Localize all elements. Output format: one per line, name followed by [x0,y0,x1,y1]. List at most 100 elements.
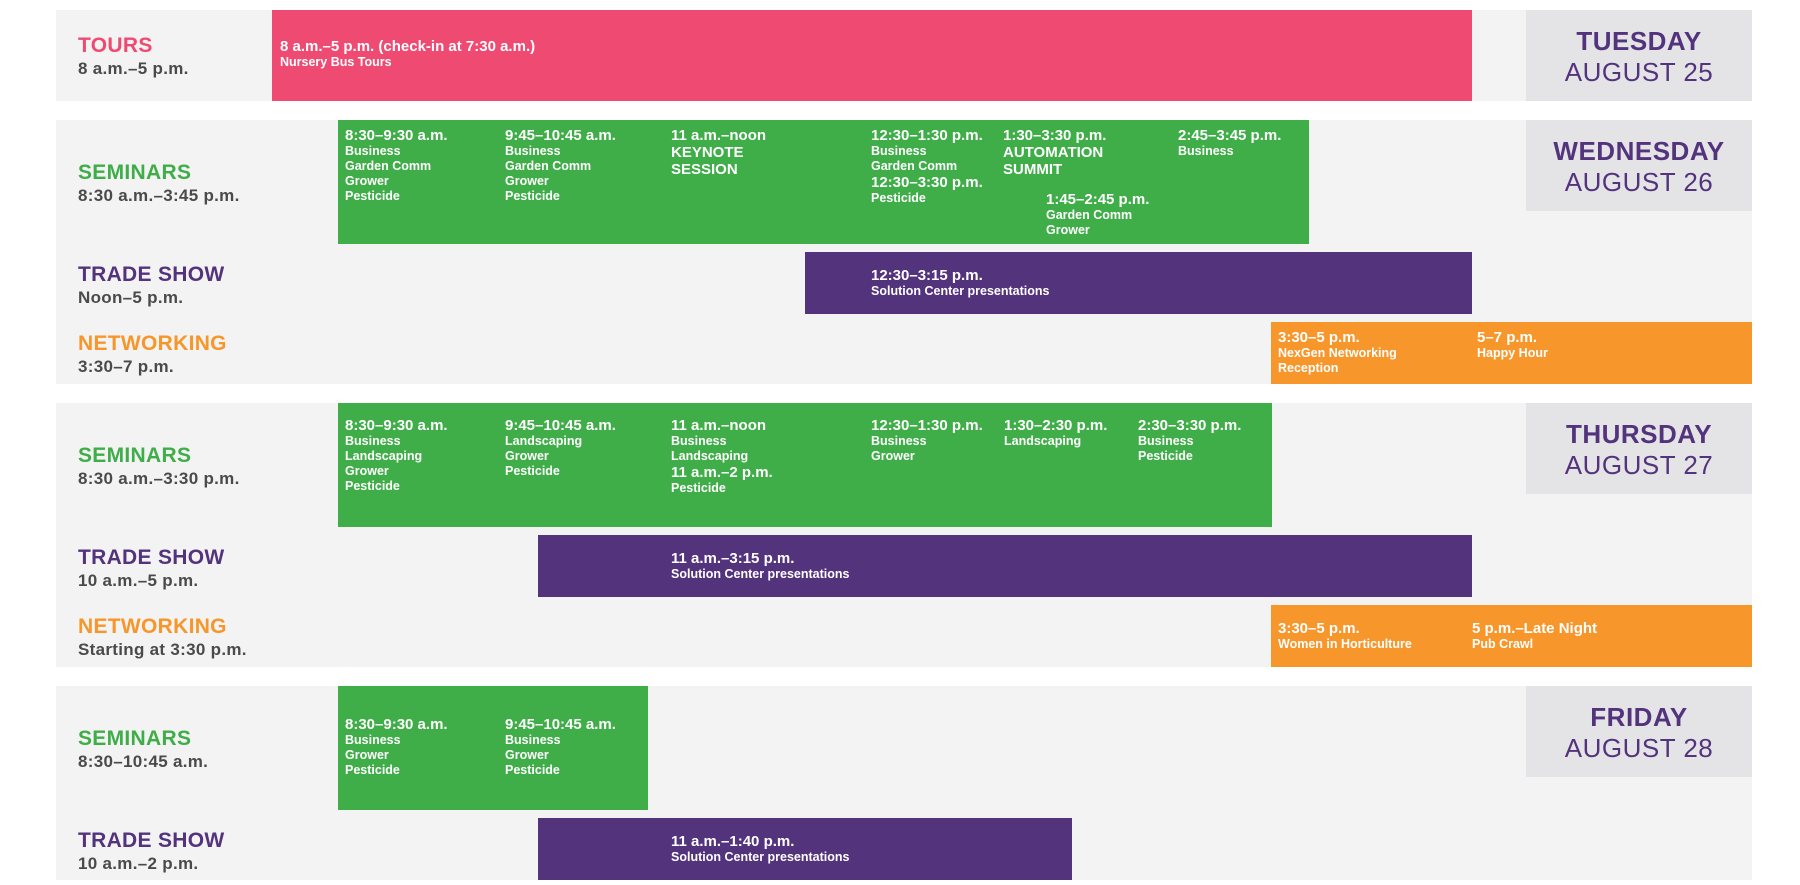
networking-event[interactable]: 5 p.m.–Late Night Pub Crawl [1472,620,1597,652]
day-name: TUESDAY [1576,26,1702,56]
day-date: AUGUST 26 [1564,167,1714,197]
event-track: Garden Comm [1046,208,1133,222]
seminar-event[interactable]: 11 a.m.–noon Business Landscaping 11 a.m… [671,417,773,496]
category-label: SEMINARS [78,444,192,467]
event-track: Pesticide [505,464,560,478]
event-track: Garden Comm [505,159,592,173]
event-time: 8:30–9:30 a.m. [345,127,448,144]
day-date: AUGUST 27 [1564,450,1714,480]
event-time: 12:30–3:30 p.m. [871,174,983,191]
category-label: TRADE SHOW [78,546,225,569]
seminar-event-keynote[interactable]: 11 a.m.–noon KEYNOTE SESSION [671,127,766,178]
event-time: 1:30–2:30 p.m. [1004,417,1108,434]
trade-show-row-label: TRADE SHOW Noon–5 p.m. [78,263,225,308]
event-track: Business [345,144,401,158]
event-track: Business [345,733,401,747]
trade-show-bar[interactable] [538,535,1472,597]
day-name: THURSDAY [1565,419,1713,449]
event-track: Grower [345,748,389,762]
category-time: 8:30 a.m.–3:30 p.m. [78,469,240,488]
event-time: 11 a.m.–2 p.m. [671,464,773,481]
event-track: Pesticide [871,191,926,205]
seminars-bar[interactable] [338,120,1309,244]
trade-show-event: 12:30–3:15 p.m. Solution Center presenta… [871,267,1050,299]
event-time: 3:30–5 p.m. [1278,620,1360,637]
event-time: 9:45–10:45 a.m. [505,127,616,144]
seminar-event[interactable]: 1:30–2:30 p.m. Landscaping [1004,417,1107,449]
seminar-event[interactable]: 8:30–9:30 a.m. Business Garden Comm Grow… [345,127,448,204]
event-time: 12:30–1:30 p.m. [871,417,983,434]
tours-bar[interactable] [272,10,1472,101]
event-track: Garden Comm [871,159,958,173]
seminar-event-automation[interactable]: 1:30–3:30 p.m. AUTOMATION SUMMIT [1003,127,1106,178]
networking-row-label: NETWORKING 3:30–7 p.m. [78,332,227,377]
event-time: 1:30–3:30 p.m. [1003,127,1107,144]
event-time: 5–7 p.m. [1477,329,1538,346]
event-time: 1:45–2:45 p.m. [1046,191,1150,208]
networking-row-label: NETWORKING Starting at 3:30 p.m. [78,615,247,660]
event-track: Business [345,434,401,448]
event-track: Landscaping [1004,434,1082,448]
category-label: TRADE SHOW [78,263,225,286]
networking-event[interactable]: 3:30–5 p.m. Women in Horticulture [1278,620,1412,652]
event-track: Pesticide [1138,449,1193,463]
day-name: FRIDAY [1590,702,1688,732]
event-time: 12:30–1:30 p.m. [871,127,983,144]
category-time: 3:30–7 p.m. [78,357,174,376]
seminar-event[interactable]: 9:45–10:45 a.m. Landscaping Grower Pesti… [505,417,616,479]
event-track: Business [871,434,927,448]
category-label: NETWORKING [78,332,227,355]
event-track: Pesticide [671,481,726,495]
event-track: Landscaping [671,449,749,463]
seminars-row-label: SEMINARS 8:30–10:45 a.m. [78,727,208,772]
seminars-bar[interactable] [338,686,648,810]
event-time: 9:45–10:45 a.m. [505,716,616,733]
category-label: TRADE SHOW [78,829,225,852]
day-date: AUGUST 25 [1564,57,1714,87]
event-track: Business [871,144,927,158]
networking-event[interactable]: 5–7 p.m. Happy Hour [1477,329,1548,361]
event-desc: Nursery Bus Tours [280,55,392,69]
tours-event: 8 a.m.–5 p.m. (check-in at 7:30 a.m.) Nu… [280,38,535,70]
event-time: 12:30–3:15 p.m. [871,267,983,284]
seminar-event[interactable]: 12:30–1:30 p.m. Business Garden Comm 12:… [871,127,983,206]
event-desc: Reception [1278,361,1339,375]
seminar-event[interactable]: 12:30–1:30 p.m. Business Grower [871,417,983,464]
networking-bar[interactable] [1271,605,1752,667]
seminars-bar[interactable] [338,403,1272,527]
event-time: 8:30–9:30 a.m. [345,417,448,434]
seminar-event[interactable]: 9:45–10:45 a.m. Business Grower Pesticid… [505,716,616,778]
event-desc: Solution Center presentations [671,567,850,581]
seminar-event[interactable]: 1:45–2:45 p.m. Garden Comm Grower [1046,191,1149,238]
category-time: 10 a.m.–2 p.m. [78,854,199,873]
event-time: 11 a.m.–1:40 p.m. [671,833,795,850]
event-time: 11 a.m.–noon [671,127,767,144]
category-label: SEMINARS [78,727,192,750]
event-track: Garden Comm [345,159,432,173]
event-time: 9:45–10:45 a.m. [505,417,616,434]
seminar-event[interactable]: 8:30–9:30 a.m. Business Landscaping Grow… [345,417,448,494]
category-time: 8:30 a.m.–3:45 p.m. [78,186,240,205]
event-time: 8 a.m.–5 p.m. (check-in at 7:30 a.m.) [280,38,536,55]
event-track: Business [505,144,561,158]
event-desc: Solution Center presentations [871,284,1050,298]
event-track: Grower [505,174,549,188]
networking-bar[interactable] [1271,322,1752,384]
seminar-event[interactable]: 9:45–10:45 a.m. Business Garden Comm Gro… [505,127,616,204]
trade-show-bar[interactable] [805,252,1472,314]
category-time: 8 a.m.–5 p.m. [78,59,189,78]
networking-event[interactable]: 3:30–5 p.m. NexGen Networking Reception [1278,329,1397,376]
category-time: 8:30–10:45 a.m. [78,752,209,771]
seminar-event[interactable]: 8:30–9:30 a.m. Business Grower Pesticide [345,716,448,778]
seminar-event[interactable]: 2:30–3:30 p.m. Business Pesticide [1138,417,1241,464]
event-time: 2:30–3:30 p.m. [1138,417,1242,434]
event-desc: Happy Hour [1477,346,1548,360]
event-time: 2:45–3:45 p.m. [1178,127,1282,144]
event-track: Landscaping [345,449,423,463]
seminar-event[interactable]: 2:45–3:45 p.m. Business [1178,127,1281,159]
category-label: SEMINARS [78,161,192,184]
event-time: 11 a.m.–noon [671,417,767,434]
event-title: SESSION [671,161,738,178]
trade-show-bar[interactable] [538,818,1072,880]
event-track: Business [505,733,561,747]
